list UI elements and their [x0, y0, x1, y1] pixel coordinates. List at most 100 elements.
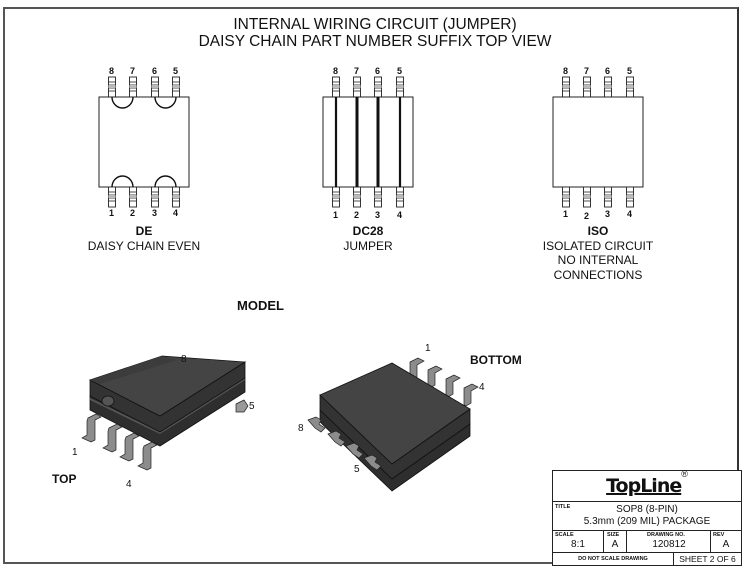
dc28-pin-7: 7 — [354, 66, 360, 76]
do-not-scale-note: DO NOT SCALE DRAWING — [553, 553, 674, 566]
iso-pin-4: 4 — [627, 209, 633, 219]
bottom-model-pin-1: 1 — [425, 343, 431, 354]
logo-text: TopLine — [606, 475, 682, 497]
drawing-no-caption: DRAWING NO. — [647, 532, 685, 538]
iso-desc-line3: CONNECTIONS — [553, 267, 643, 282]
iso-desc-line1: ISOLATED CIRCUIT — [542, 238, 654, 253]
iso-pin-7: 7 — [584, 66, 590, 76]
iso-code: ISO — [587, 224, 609, 238]
scale-value: 8:1 — [571, 539, 585, 550]
dc28-pin-1: 1 — [333, 210, 339, 220]
size-cell: SIZE A — [604, 531, 627, 552]
iso-body — [552, 96, 644, 188]
iso-package — [552, 76, 644, 208]
de-package — [98, 76, 190, 208]
title-block: TopLine® TITLE SOP8 (8-PIN) 5.3mm (209 M… — [552, 469, 742, 566]
rev-cell: REV A — [711, 531, 741, 552]
dc28-desc: JUMPER — [343, 238, 393, 253]
iso-pin-2: 2 — [584, 211, 590, 221]
bottom-model-pin-5: 5 — [354, 464, 360, 475]
drawing-title-line2: DAISY CHAIN PART NUMBER SUFFIX TOP VIEW — [198, 33, 552, 50]
pin1-dot — [101, 395, 115, 407]
scale-caption: SCALE — [555, 532, 574, 538]
de-code: DE — [135, 224, 153, 238]
de-bottom-pins — [108, 186, 180, 208]
de-pin-6: 6 — [152, 66, 158, 76]
lead-b8 — [307, 416, 326, 433]
iso-pin-3: 3 — [605, 209, 611, 219]
size-caption: SIZE — [607, 532, 620, 538]
rev-caption: REV — [713, 532, 725, 538]
title-line2: 5.3mm (209 MIL) PACKAGE — [583, 516, 711, 527]
lead-5 — [235, 399, 249, 413]
info-row: SCALE 8:1 SIZE A DRAWING NO. 120812 REV … — [553, 531, 741, 553]
model-heading: MODEL — [237, 298, 284, 313]
de-pin-5: 5 — [173, 66, 179, 76]
lead-3 — [119, 432, 140, 462]
title-cell: TITLE SOP8 (8-PIN) 5.3mm (209 MIL) PACKA… — [553, 502, 741, 531]
de-body — [98, 96, 190, 188]
de-label: DE DAISY CHAIN EVEN — [74, 224, 214, 253]
iso-pin-5: 5 — [627, 66, 633, 76]
lead-b7 — [327, 430, 346, 447]
dc28-code: DC28 — [352, 224, 384, 238]
de-pin-2: 2 — [130, 208, 136, 218]
lead-b5 — [363, 454, 382, 471]
lead-4 — [137, 441, 158, 471]
dc28-pin-3: 3 — [375, 210, 381, 220]
bottom-view-label: BOTTOM — [470, 353, 522, 367]
size-value: A — [611, 539, 619, 550]
dc28-pin-4: 4 — [397, 210, 403, 220]
lead-b3 — [445, 374, 461, 398]
de-jumper-6-5 — [154, 96, 177, 109]
dc28-pin-6: 6 — [375, 66, 381, 76]
drawing-no-cell: DRAWING NO. 120812 — [627, 531, 711, 552]
sheet-number: SHEET 2 OF 6 — [679, 554, 736, 564]
dc28-pin-2: 2 — [354, 210, 360, 220]
de-jumper-8-7 — [111, 96, 134, 109]
iso-label: ISO ISOLATED CIRCUIT NO INTERNAL CONNECT… — [528, 224, 668, 282]
de-desc: DAISY CHAIN EVEN — [87, 238, 201, 253]
bottom-model-pin-4: 4 — [479, 382, 485, 393]
title-line1: SOP8 (8-PIN) — [616, 504, 678, 515]
title-caption: TITLE — [555, 504, 571, 510]
dc28-label: DC28 JUMPER — [298, 224, 438, 253]
de-pin-8: 8 — [109, 66, 115, 76]
top-model-pin-4: 4 — [126, 479, 132, 490]
model-bottom-view — [307, 357, 479, 492]
lead-b2 — [427, 365, 443, 389]
footer-row: DO NOT SCALE DRAWING SHEET 2 OF 6 — [553, 553, 741, 566]
drawing-frame — [3, 7, 739, 564]
iso-pin-6: 6 — [605, 66, 611, 76]
registered-mark: ® — [681, 469, 688, 479]
iso-pin-1: 1 — [563, 209, 569, 219]
model-top-view — [81, 355, 249, 471]
top-model-pin-1: 1 — [72, 447, 78, 458]
de-jumper-3-4 — [154, 175, 177, 188]
lead-b4 — [463, 383, 479, 407]
de-pin-3: 3 — [152, 208, 158, 218]
company-logo: TopLine® — [553, 469, 741, 502]
dc28-package — [322, 76, 414, 208]
dc28-pin-5: 5 — [397, 66, 403, 76]
lead-b6 — [345, 442, 364, 459]
bottom-model-pin-8: 8 — [298, 423, 304, 434]
de-jumper-1-2 — [111, 175, 134, 188]
iso-pin-8: 8 — [563, 66, 569, 76]
lead-1 — [81, 413, 102, 443]
top-view-label: TOP — [52, 472, 77, 486]
top-model-pin-5: 5 — [249, 401, 255, 412]
scale-cell: SCALE 8:1 — [553, 531, 604, 552]
de-top-pins — [108, 76, 180, 98]
de-pin-1: 1 — [109, 208, 115, 218]
de-pin-4: 4 — [173, 208, 179, 218]
top-model-pin-8: 8 — [181, 354, 187, 365]
de-pin-7: 7 — [130, 66, 136, 76]
drawing-title-line1: INTERNAL WIRING CIRCUIT (JUMPER) — [233, 16, 517, 33]
drawing-no-value: 120812 — [652, 539, 686, 550]
dc28-body — [322, 96, 414, 188]
lead-2 — [102, 423, 123, 453]
rev-value: A — [722, 539, 730, 550]
dc28-pin-8: 8 — [333, 66, 339, 76]
